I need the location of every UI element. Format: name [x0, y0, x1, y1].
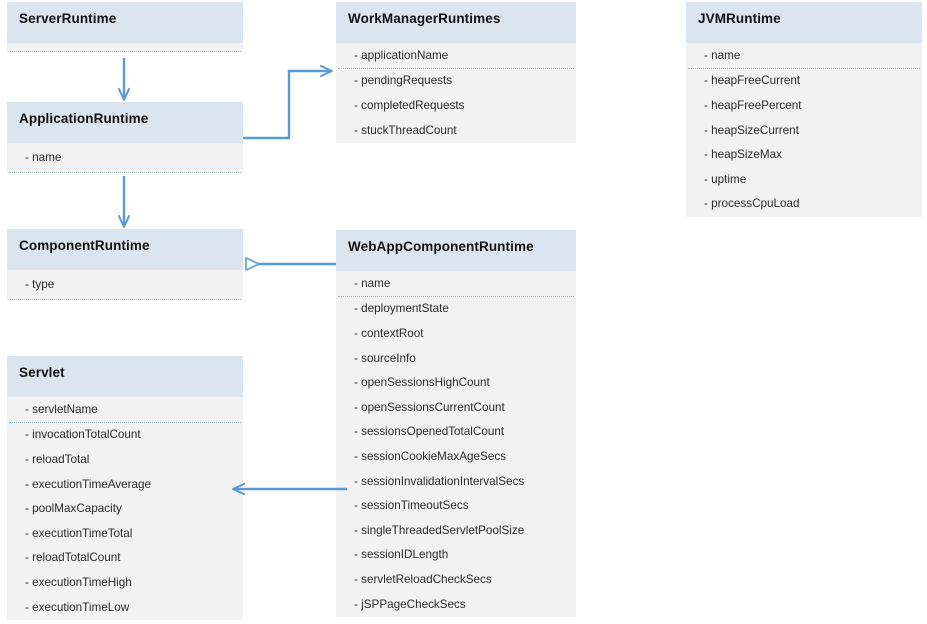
class-attribute: - openSessionsHighCount [354, 376, 490, 390]
class-box-application-runtime[interactable]: ApplicationRuntime - name [7, 102, 243, 173]
class-attribute: - sourceInfo [354, 351, 416, 365]
class-attribute: - servletName [25, 402, 98, 416]
class-attribute: - sessionTimeoutSecs [354, 499, 469, 513]
class-box-servlet[interactable]: Servlet - servletName - invocationTotalC… [7, 356, 243, 620]
class-attribute: - jSPPageCheckSecs [354, 597, 466, 611]
class-attribute: - invocationTotalCount [25, 428, 141, 442]
class-box-component-runtime[interactable]: ComponentRuntime - type [7, 229, 243, 300]
class-attributes-component-runtime: - type [7, 270, 243, 300]
class-attributes-work-manager-runtimes: - applicationName - pendingRequests - co… [336, 43, 576, 143]
class-attribute: - name [704, 48, 741, 62]
class-attribute: - singleThreadedServletPoolSize [354, 523, 525, 537]
class-attribute: - executionTimeTotal [25, 526, 133, 540]
class-separator [338, 68, 574, 69]
class-attribute: - reloadTotal [25, 453, 90, 467]
class-attribute: - contextRoot [354, 327, 424, 341]
class-attribute: - reloadTotalCount [25, 551, 121, 565]
class-attribute: - heapSizeCurrent [704, 123, 799, 137]
class-attribute: - stuckThreadCount [354, 123, 457, 137]
class-attribute: - heapFreePercent [704, 99, 802, 113]
class-attributes-web-app-component-runtime: - name - deploymentState - contextRoot -… [336, 271, 576, 617]
class-box-work-manager-runtimes[interactable]: WorkManagerRuntimes - applicationName - … [336, 2, 576, 143]
class-attribute: - sessionsOpenedTotalCount [354, 425, 505, 439]
class-attribute: - poolMaxCapacity [25, 502, 122, 516]
class-attribute: - executionTimeHigh [25, 576, 132, 589]
class-title-server-runtime: ServerRuntime [7, 2, 243, 43]
class-attribute: - processCpuLoad [704, 197, 800, 211]
class-attribute: - pendingRequests [354, 74, 453, 88]
class-title-servlet: Servlet [7, 356, 243, 397]
class-attributes-servlet: - servletName - invocationTotalCount - r… [7, 397, 243, 620]
class-box-jvm-runtime[interactable]: JVMRuntime - name - heapFreeCurrent - he… [686, 2, 922, 217]
class-attributes-jvm-runtime: - name - heapFreeCurrent - heapFreePerce… [686, 43, 922, 217]
class-title-work-manager-runtimes: WorkManagerRuntimes [336, 2, 576, 43]
connector-application-to-workmanager [243, 65, 333, 140]
class-attribute: - openSessionsCurrentCount [354, 400, 505, 414]
class-title-jvm-runtime: JVMRuntime [686, 2, 922, 43]
class-attribute: - name [354, 276, 391, 290]
class-separator [338, 296, 574, 297]
class-attributes-server-runtime [7, 51, 243, 52]
class-attribute: - uptime [704, 172, 747, 186]
class-separator [688, 68, 920, 69]
class-attribute: - heapFreeCurrent [704, 74, 801, 88]
class-separator [9, 51, 241, 52]
class-attribute: - executionTimeAverage [25, 477, 152, 491]
class-attribute: - executionTimeLow [25, 600, 130, 614]
class-title-component-runtime: ComponentRuntime [7, 229, 243, 270]
class-attribute: - sessionCookieMaxAgeSecs [354, 450, 507, 463]
class-title-web-app-component-runtime: WebAppComponentRuntime [336, 230, 576, 271]
class-attribute: - deploymentState [354, 302, 449, 316]
class-attributes-application-runtime: - name [7, 143, 243, 173]
class-attribute: - sessionInvalidationIntervalSecs [354, 474, 525, 488]
class-separator [9, 422, 241, 423]
class-separator [9, 172, 241, 173]
class-attribute: - type [25, 277, 55, 291]
class-attribute: - completedRequests [354, 99, 465, 113]
class-attribute: - servletReloadCheckSecs [354, 572, 492, 586]
class-attribute: - sessionIDLength [354, 548, 449, 562]
class-attribute: - applicationName [354, 48, 449, 62]
class-attribute: - heapSizeMax [704, 148, 782, 162]
class-attribute: - name [25, 150, 62, 164]
class-box-web-app-component-runtime[interactable]: WebAppComponentRuntime - name - deployme… [336, 230, 576, 617]
class-separator [9, 299, 241, 300]
class-title-application-runtime: ApplicationRuntime [7, 102, 243, 143]
class-box-server-runtime[interactable]: ServerRuntime [7, 2, 243, 52]
